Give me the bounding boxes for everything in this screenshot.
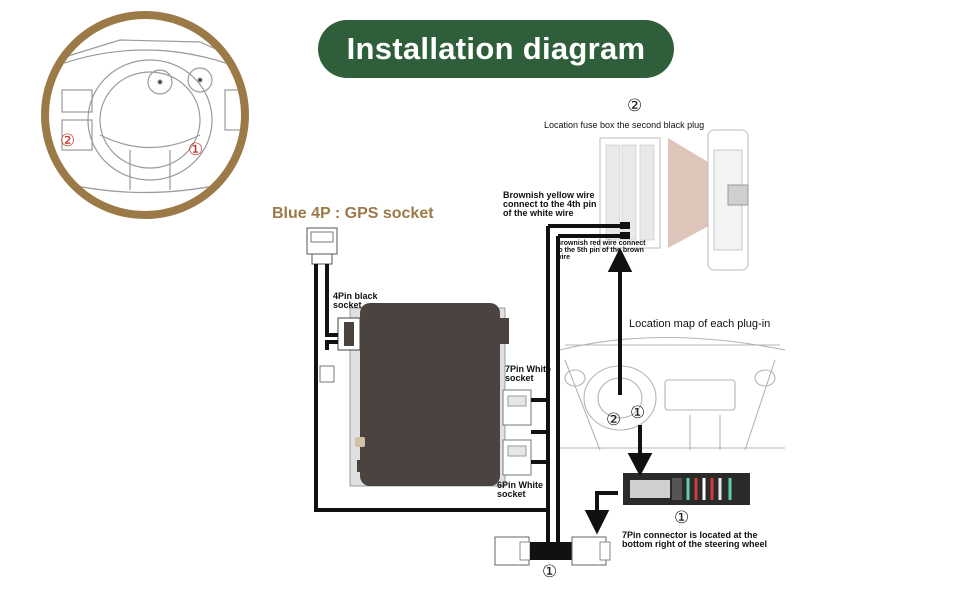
marker-one-car: ① (630, 403, 646, 422)
gps-4p-plug (306, 227, 338, 265)
white-sockets (502, 389, 532, 476)
pin7-connector-location-label: 7Pin connector is located at the bottom … (622, 530, 768, 549)
wiring (314, 224, 620, 555)
fuse-box-illustration (599, 129, 749, 271)
car-interior-illustration (559, 336, 786, 451)
relay-element (319, 365, 335, 383)
steering-wheel-inset (41, 11, 249, 219)
arrows (584, 247, 653, 535)
marker-two-inset: ② (60, 131, 76, 150)
page-title: Installation diagram (318, 20, 674, 78)
marker-one-vehicle-connector: ① (674, 508, 690, 527)
pin6-white-socket-label: 6Pin White socket (497, 480, 544, 499)
bottom-7pin-connectors (494, 536, 611, 566)
marker-one-inset: ① (188, 140, 204, 159)
marker-two-fuse: ② (627, 96, 643, 115)
pin4-black-socket-label: 4Pin black socket (333, 291, 378, 310)
black-4pin-socket (337, 317, 361, 351)
location-map-label: Location map of each plug-in (629, 318, 771, 330)
vehicle-7pin-connector (623, 473, 750, 505)
brownish-yellow-wire-label: Brownish yellow wire connect to the 4th … (503, 190, 597, 218)
brownish-red-wire-label: Brownish red wire connect to the 5th pin… (556, 240, 646, 261)
fuse-box-location-label: Location fuse box the second black plug (544, 120, 705, 130)
control-module (349, 303, 509, 487)
marker-two-car: ② (606, 410, 622, 429)
gps-socket-label: Blue 4P : GPS socket (272, 205, 434, 222)
marker-one-bottom: ① (542, 562, 558, 581)
pin7-white-socket-label: 7Pin White socket (505, 364, 552, 383)
